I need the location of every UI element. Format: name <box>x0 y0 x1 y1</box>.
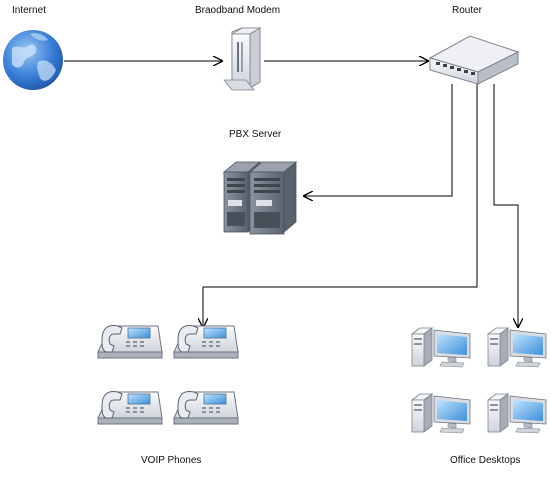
desk-phone-icon <box>97 391 163 425</box>
link-router-phones <box>203 84 478 327</box>
globe-icon <box>3 30 63 90</box>
desktop-computer-icon <box>411 327 471 368</box>
router-icon <box>428 35 520 85</box>
server-icon <box>222 161 298 235</box>
desk-phone-icon <box>97 325 163 359</box>
desk-phone-icon <box>173 391 239 425</box>
desktop-computer-icon <box>487 327 547 368</box>
modem-label: Braodband Modem <box>195 5 281 16</box>
desk-phone-icon <box>173 325 239 359</box>
desktop-computer-icon <box>487 393 547 434</box>
router-label: Router <box>452 5 483 16</box>
pbx-server-label: PBX Server <box>229 129 282 140</box>
internet-label: Internet <box>12 5 46 16</box>
voip-phones-label: VOIP Phones <box>141 455 202 466</box>
modem-icon <box>223 27 262 91</box>
office-desktops-label: Office Desktops <box>450 455 521 466</box>
connections <box>64 61 518 327</box>
link-router-desktops <box>493 84 518 327</box>
link-router-pbx <box>304 84 453 196</box>
desktop-computer-icon <box>411 393 471 434</box>
